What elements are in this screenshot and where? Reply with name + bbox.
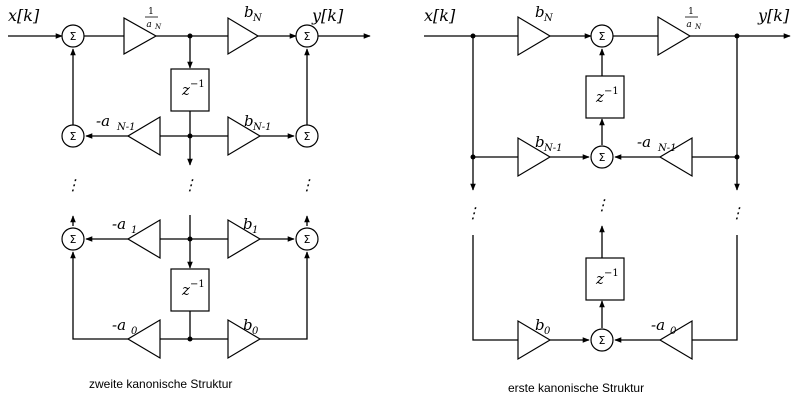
left-wire — [260, 251, 310, 340]
right-delay-exp: −1 — [604, 268, 619, 279]
right-bn-label: b — [535, 3, 545, 21]
left-bn1-label: b — [244, 112, 254, 130]
right-wire — [692, 235, 738, 341]
left-adder-symbol: Σ — [70, 30, 77, 43]
left-diagram: x[k] y[k] Σ Σ Σ Σ Σ Σ 1 a N b N — [8, 3, 371, 391]
right-delay-z: z — [595, 270, 604, 288]
left-amp-scale — [123, 16, 158, 56]
left-bn-label: b — [244, 3, 254, 21]
left-b1-label: b — [243, 215, 253, 233]
right-amp-a0 — [658, 319, 693, 361]
right-output-label: y[k] — [757, 6, 790, 25]
left-delay-exp: −1 — [190, 279, 205, 290]
left-scale-den-sub: N — [154, 23, 162, 31]
left-delay-bottom — [170, 268, 210, 312]
left-b1-sub: 1 — [252, 225, 258, 236]
left-output-label: y[k] — [311, 6, 344, 25]
left-ellipsis: ⋮ — [183, 176, 198, 194]
right-bn-sub: N — [543, 13, 554, 24]
right-amp-an1 — [658, 136, 693, 178]
left-adder-symbol: Σ — [70, 130, 77, 143]
left-delay-z: z — [181, 81, 190, 99]
right-b0-sub: 0 — [544, 326, 551, 337]
left-amp-a1 — [126, 218, 161, 260]
right-bn1-label: b — [535, 133, 545, 151]
right-scale-den-sub: N — [694, 23, 702, 31]
right-amp-bn1 — [517, 136, 552, 178]
left-bn-sub: N — [252, 13, 263, 24]
left-wire — [70, 251, 128, 340]
right-input-label: x[k] — [424, 6, 456, 25]
right-scale-den: a — [686, 20, 691, 30]
left-bn1-sub: N-1 — [252, 122, 272, 133]
right-diagram: x[k] y[k] b N Σ 1 a N z −1 Σ b N-1 — [424, 3, 791, 395]
left-a0-label: -a — [112, 316, 126, 334]
left-adder-symbol: Σ — [304, 130, 311, 143]
right-ellipsis: ⋮ — [595, 196, 610, 214]
right-wire — [472, 235, 518, 341]
left-ellipsis: ⋮ — [66, 176, 81, 194]
right-amp-bn — [517, 15, 552, 57]
left-adder-top-out — [295, 24, 319, 48]
right-adder-symbol: Σ — [599, 334, 606, 347]
right-ellipsis: ⋮ — [466, 204, 481, 222]
right-delay-z: z — [595, 88, 604, 106]
right-amp-b0 — [517, 319, 552, 361]
right-scale-num: 1 — [688, 7, 694, 17]
left-a1-label: -a — [112, 215, 126, 233]
right-adder-mid — [590, 145, 614, 169]
left-amp-b0 — [227, 318, 262, 360]
left-b0-sub: 0 — [252, 326, 259, 337]
right-ellipsis: ⋮ — [730, 204, 745, 222]
right-caption: erste kanonische Struktur — [508, 381, 644, 395]
right-an1-sub: N-1 — [657, 143, 677, 154]
left-amp-b1 — [227, 218, 262, 260]
right-delay-top — [585, 75, 625, 119]
left-scale-den: a — [146, 20, 151, 30]
right-bn1-sub: N-1 — [543, 143, 563, 154]
left-an1-label: -a — [96, 112, 110, 130]
left-scale-num: 1 — [148, 7, 154, 17]
left-amp-a0 — [126, 318, 161, 360]
right-b0-label: b — [535, 316, 545, 334]
left-adder-symbol: Σ — [70, 233, 77, 246]
right-amp-scale — [657, 15, 692, 57]
left-adder-symbol: Σ — [304, 30, 311, 43]
left-delay-exp: −1 — [190, 79, 205, 90]
right-adder-bottom — [590, 328, 614, 352]
left-adder-b1 — [295, 227, 319, 251]
left-adder-top-in — [61, 24, 85, 48]
left-adder-a1 — [61, 227, 85, 251]
left-caption: zweite kanonische Struktur — [89, 377, 232, 391]
right-a0-sub: 0 — [670, 326, 677, 337]
left-adder-symbol: Σ — [304, 233, 311, 246]
right-an1-label: -a — [637, 133, 651, 151]
left-a1-sub: 1 — [131, 225, 137, 236]
right-adder-symbol: Σ — [599, 30, 606, 43]
left-a0-sub: 0 — [131, 326, 138, 337]
right-delay-exp: −1 — [604, 86, 619, 97]
right-adder-symbol: Σ — [599, 151, 606, 164]
left-delay-z: z — [181, 281, 190, 299]
left-amp-bn1 — [227, 115, 262, 157]
left-amp-an1 — [126, 115, 161, 157]
left-b0-label: b — [243, 316, 253, 334]
left-amp-bn — [227, 16, 260, 56]
left-input-label: x[k] — [8, 6, 40, 25]
left-an1-sub: N-1 — [116, 122, 136, 133]
right-delay-bottom — [585, 257, 625, 301]
left-delay-top — [170, 68, 210, 112]
right-a0-label: -a — [651, 316, 665, 334]
left-ellipsis: ⋮ — [300, 176, 315, 194]
